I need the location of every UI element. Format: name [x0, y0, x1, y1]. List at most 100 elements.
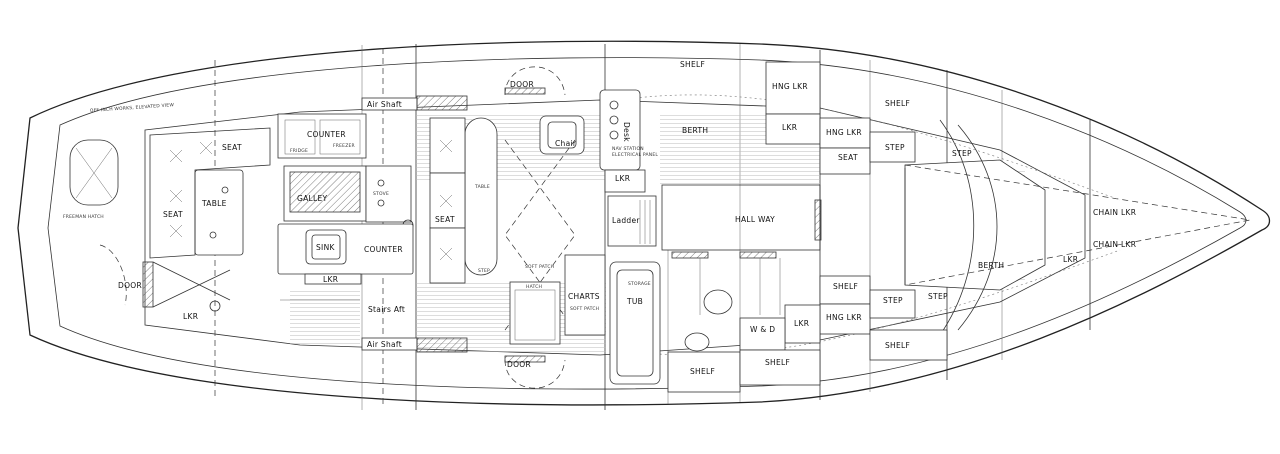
seat-block	[819, 147, 871, 175]
shelf-bottom	[739, 349, 821, 386]
label-step-1: STEP	[885, 143, 905, 152]
label-tub: TUB	[626, 297, 643, 306]
chair-seat	[547, 121, 577, 149]
curved-berth-edge	[939, 119, 975, 336]
label-chair: Chair	[555, 139, 577, 148]
label-lkr-fwd: LKR	[1063, 255, 1078, 264]
hull-inner-line	[47, 57, 1247, 390]
label-lkr-1: LKR	[782, 123, 797, 132]
fridge	[284, 119, 316, 155]
table-post	[209, 231, 217, 239]
forward-berth	[904, 159, 1046, 291]
label-sink: SINK	[316, 243, 335, 252]
sink	[305, 229, 347, 265]
label-electrical: ELECTRICAL PANEL	[612, 152, 658, 158]
ladder	[607, 195, 657, 247]
table-post	[221, 186, 229, 194]
door-aft-hatch	[504, 355, 546, 363]
locker-nav	[604, 169, 646, 193]
label-door-fwd: DOOR	[510, 80, 534, 89]
hull-curve-dash	[619, 94, 1121, 201]
label-shelf-4: SHELF	[885, 341, 910, 350]
chart-hatch	[509, 281, 561, 345]
hatch-cross	[75, 147, 113, 199]
tub	[609, 261, 661, 385]
label-shelf-6: SHELF	[690, 367, 715, 376]
label-hng-lkr-2: HNG LKR	[826, 128, 862, 137]
charts-box	[564, 254, 606, 336]
label-credit: OFF INCH WORKS, ELEVATED VIEW	[90, 102, 175, 114]
air-shaft-bottom-hatch	[416, 337, 468, 353]
hanging-locker-bottom	[819, 303, 871, 335]
label-stove: STOVE	[373, 191, 389, 197]
locker-galley	[304, 273, 362, 285]
label-chain-lkr-2: CHAIN LKR	[1093, 240, 1136, 249]
label-berth-top: BERTH	[682, 126, 708, 135]
label-berth-fwd: BERTH	[978, 261, 1004, 270]
door-swing-left	[152, 261, 231, 308]
label-door-port: DOOR	[118, 281, 142, 290]
label-seat-dinette: SEAT	[222, 143, 242, 152]
stove-burner	[377, 199, 385, 207]
label-hng-lkr-3: HNG LKR	[826, 313, 862, 322]
label-storage: STORAGE	[628, 281, 651, 287]
label-lkr-nav: LKR	[615, 174, 630, 183]
tub-inner	[616, 269, 654, 377]
label-soft-patch-2: SOFT PATCH	[570, 306, 599, 312]
chart-hatch-inner	[514, 289, 556, 341]
label-seat-1: SEAT	[838, 153, 858, 162]
label-hatch-small: HATCH	[526, 284, 542, 290]
hall-door	[814, 199, 822, 241]
desk-knob	[609, 130, 619, 140]
sink-basin	[311, 234, 341, 260]
label-seat-nav: SEAT	[435, 215, 455, 224]
label-shelf-3: SHELF	[833, 282, 858, 291]
washer-dryer	[739, 317, 786, 351]
toilet	[703, 289, 733, 315]
stove	[365, 165, 412, 223]
label-charts: CHARTS	[568, 292, 600, 301]
label-freezer: FREEZER	[333, 143, 355, 149]
label-step-2: STEP	[952, 149, 972, 158]
label-door-aft: DOOR	[507, 360, 531, 369]
galley-hatch	[289, 171, 361, 213]
label-shelf-2: SHELF	[885, 99, 910, 108]
label-air-shaft-top: Air Shaft	[367, 100, 402, 109]
seat-x	[439, 139, 453, 261]
saloon-seat	[429, 172, 466, 229]
label-freeman-hatch: FREEMAN HATCH	[63, 214, 104, 220]
label-lkr-galley: LKR	[323, 275, 338, 284]
counter-top	[277, 113, 367, 159]
label-shelf-top: SHELF	[680, 60, 705, 69]
step-block	[869, 289, 916, 319]
label-galley: GALLEY	[297, 194, 328, 203]
chain-locker-outline	[904, 164, 1251, 286]
dashed-seat	[99, 244, 127, 306]
shelf-bottom	[869, 329, 948, 361]
label-lkr-wd: LKR	[794, 319, 809, 328]
shelf-bottom	[667, 351, 741, 393]
label-hng-lkr-1: HNG LKR	[772, 82, 808, 91]
door-swing	[504, 66, 566, 96]
door-swing	[504, 359, 566, 389]
locker-top	[765, 113, 821, 145]
chair	[539, 115, 585, 155]
table-post	[209, 300, 221, 312]
label-chain-lkr-1: CHAIN LKR	[1093, 208, 1136, 217]
dinette-table	[194, 169, 244, 256]
saloon-table	[464, 117, 498, 276]
label-shelf-5: SHELF	[765, 358, 790, 367]
label-soft-patch-1: SOFT PATCH	[525, 264, 554, 270]
head-stairs	[739, 251, 777, 259]
label-stairs-aft: Stairs Aft	[368, 305, 405, 314]
door-fwd-hatch	[504, 87, 546, 95]
label-step-small: STEP	[478, 268, 490, 274]
label-desk: Desk	[622, 122, 631, 142]
step-block	[869, 131, 916, 163]
hull-curve-dash	[619, 249, 1121, 356]
label-fridge: FRIDGE	[290, 148, 308, 154]
head-stairs	[671, 251, 709, 259]
label-hall-way: HALL WAY	[735, 215, 775, 224]
sink-head	[684, 332, 710, 352]
